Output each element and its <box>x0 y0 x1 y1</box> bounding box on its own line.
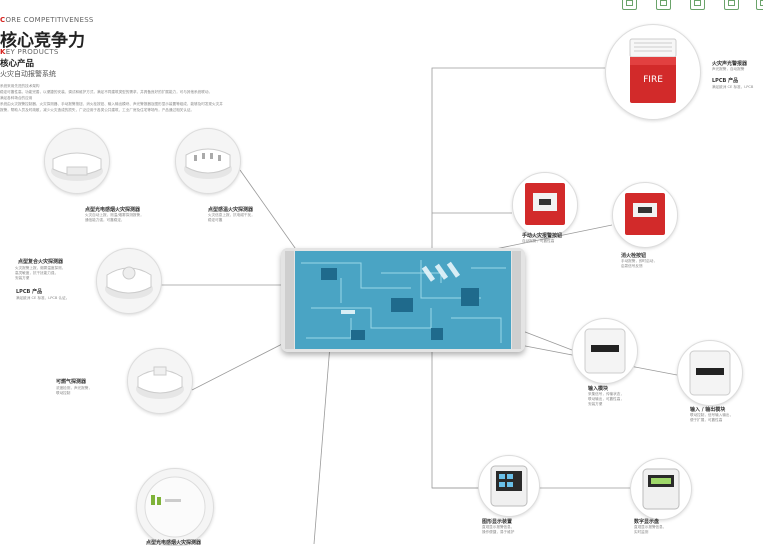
hydrant-button-icon <box>625 193 665 235</box>
graphic-display-photo <box>478 455 540 517</box>
product-name: 消火栓按钮 <box>621 253 647 259</box>
manual-call-point-icon <box>525 183 565 225</box>
toolbar-button[interactable] <box>690 0 705 10</box>
product-name: 数字显示盘 <box>634 519 660 525</box>
paragraph-line: 报警，帮助人员及时疏散，减少火灾造成的损失，广泛应用于各类公共建筑、工业厂房及住… <box>0 108 195 112</box>
control-panel-image <box>281 248 525 352</box>
product-name: 输入 / 输出模块 <box>690 407 726 413</box>
heat-detector-icon <box>184 148 232 179</box>
input-module-icon <box>584 328 626 374</box>
gas-detector-icon <box>136 366 184 399</box>
product-desc: 采集信号，传输状态，联动输出，可靠性高，安装方便 <box>588 392 624 407</box>
wireless-detector-photo <box>136 468 214 546</box>
product-desc: 声光报警，自动报警 <box>712 67 745 71</box>
product-desc: 自动报警，可靠性高 <box>522 239 555 243</box>
paragraph-line: 稳定可靠性高，功能完善，以便捷的安装、调试和维护方式，满足不同建筑类型的需求，并… <box>0 90 213 94</box>
product-name: LPCB 产品 <box>16 289 43 295</box>
product-desc: 直观显示报警信息，操作便捷，易于维护 <box>482 525 515 535</box>
product-desc: 浓度检测，声光报警，联动控制 <box>56 386 92 396</box>
toolbar-button[interactable] <box>724 0 739 10</box>
product-desc: 手动报警，即时启动，启泵信号反馈 <box>621 259 657 269</box>
input-module-photo <box>572 318 638 384</box>
product-name: 手动火灾报警按钮 <box>522 233 563 239</box>
product-name: 可燃气探测器 <box>56 379 87 385</box>
product-desc: 火灾报警上报，烟雾温度探测，高灵敏度，抗干扰能力强，安装方便 <box>15 266 66 281</box>
product-name: 点型光电感烟火灾探测器 <box>146 540 202 546</box>
page-title: 核心竞争力 <box>0 31 85 51</box>
product-name: LPCB 产品 <box>712 78 739 84</box>
composite-detector-photo <box>96 248 162 314</box>
products-title: 核心产品 <box>0 59 35 69</box>
product-name: 输入模块 <box>588 386 609 392</box>
wireless-detector-icon <box>144 476 206 538</box>
paragraph-line: 系统由火灾报警控制器、火灾探测器、手动报警按钮、消火栓按钮、输入输出模块、声光警… <box>0 102 223 106</box>
paragraph-line: 满足各种场合的应用 <box>0 96 33 100</box>
product-name: 图形显示装置 <box>482 519 513 525</box>
product-name: 点型光电感烟火灾探测器 <box>85 207 141 213</box>
sub-eyebrow: KEY PRODUCTS <box>0 48 59 56</box>
io-module-icon <box>689 350 731 396</box>
gas-detector-photo <box>127 348 193 414</box>
toolbar-button[interactable] <box>622 0 637 10</box>
toolbar-button[interactable] <box>656 0 671 10</box>
product-desc: 火灾信息上报，抗电磁干扰，稳定可靠 <box>208 213 255 223</box>
heat-detector-photo <box>175 128 241 194</box>
manual-call-point-photo <box>512 172 578 238</box>
io-module-photo <box>677 340 743 406</box>
product-desc: 满足欧洲 CE 标准、LPCB 认证。 <box>16 296 70 300</box>
toolbar-button[interactable] <box>756 0 763 10</box>
product-name: 点型复合火灾探测器 <box>18 259 64 265</box>
paragraph-line: 系统采用先进的技术架构 <box>0 84 40 88</box>
product-name: 点型感温火灾探测器 <box>208 207 254 213</box>
digital-display-icon <box>642 468 680 510</box>
top-toolbar <box>612 0 763 10</box>
product-name: 火灾声光警报器 <box>712 61 748 67</box>
intro-paragraph: 系统采用先进的技术架构 稳定可靠性高，功能完善，以便捷的安装、调试和维护方式，满… <box>0 83 223 113</box>
sounder-strobe-icon: FIRE <box>629 38 677 103</box>
smoke-detector-icon <box>51 152 103 181</box>
section-eyebrow: CORE COMPETITIVENESS <box>0 16 94 24</box>
circuit-board-icon <box>281 248 525 352</box>
digital-display-photo <box>630 458 692 520</box>
products-subtitle: 火灾自动报警系统 <box>0 70 56 78</box>
smoke-detector-photo <box>44 128 110 194</box>
product-desc: 满足欧洲 CE 标准，LPCB <box>712 85 754 89</box>
hydrant-button-photo <box>612 182 678 248</box>
product-desc: 火灾自动上报，测温/烟雾探测报警，通信能力强，可靠稳定， <box>85 213 144 223</box>
fire-text: FIRE <box>643 75 663 85</box>
product-desc: 直观显示报警信息，实时监测 <box>634 525 667 535</box>
sounder-strobe-photo: FIRE <box>605 24 701 120</box>
composite-detector-icon <box>105 266 153 299</box>
product-desc: 联动控制，信号输入输出，便于扩展，可靠性高 <box>690 413 734 423</box>
graphic-display-icon <box>490 465 528 507</box>
